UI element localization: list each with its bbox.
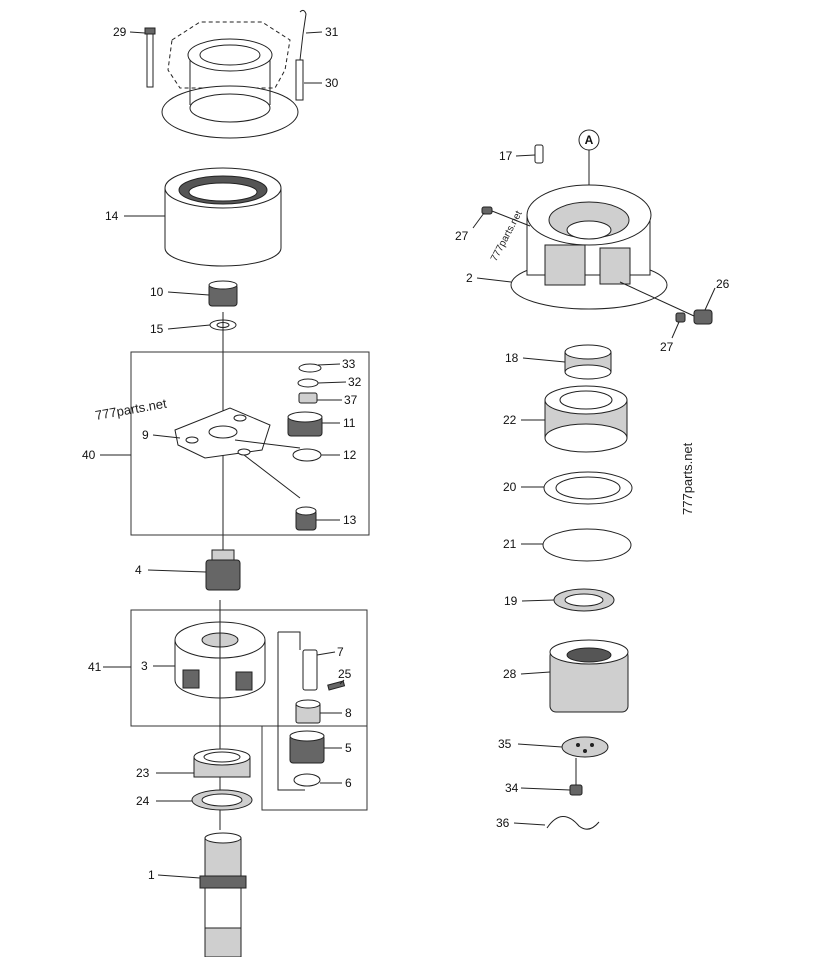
oil-seal-part: [553, 588, 615, 612]
callout-label: 21: [503, 537, 517, 551]
snap-ring-part: [542, 528, 632, 562]
ring-gear-part: [164, 167, 282, 267]
snap-ring-part: [297, 363, 322, 404]
callout-label: 32: [348, 375, 362, 389]
reduction-housing-part: [510, 184, 668, 310]
callout-label: 35: [498, 737, 512, 751]
dipstick-part: [295, 9, 307, 101]
drive-pinion-part: [549, 639, 629, 713]
plug-part: [481, 206, 713, 325]
callout-label: 15: [150, 322, 164, 336]
callout-label: 13: [343, 513, 357, 527]
callout-label: 20: [503, 480, 517, 494]
pin-part: [295, 506, 317, 531]
output-shaft-part: [199, 832, 247, 957]
callout-label: 2: [466, 271, 473, 285]
callout-label: 12: [343, 448, 357, 462]
bearing-part: [544, 385, 628, 453]
planet-gear-part: [287, 411, 323, 437]
assembly-group-box: [130, 609, 368, 727]
dowel-pin-part: [534, 144, 544, 164]
pinion-gear-part: [208, 280, 238, 307]
thrust-plate-part: [543, 471, 633, 505]
bushing-part: [295, 699, 321, 724]
callout-label: 25: [338, 667, 352, 681]
callout-label: 10: [150, 285, 164, 299]
assembly-group-box: [261, 726, 368, 811]
bolt-part: [569, 758, 583, 796]
callout-leaders: [100, 31, 716, 879]
callout-label: 19: [504, 594, 518, 608]
collar-part: [564, 344, 612, 380]
view-marker: A: [578, 129, 600, 210]
callout-label: 23: [136, 766, 150, 780]
callout-label: 29: [113, 25, 127, 39]
callout-label: 3: [141, 659, 148, 673]
callout-label: 28: [503, 667, 517, 681]
callout-label: 27: [660, 340, 674, 354]
callout-label: 36: [496, 816, 510, 830]
svg-text:A: A: [585, 133, 594, 147]
bearing-part: [193, 748, 251, 778]
callout-label: 9: [142, 428, 149, 442]
lock-wire-part: [546, 816, 600, 830]
callout-label: 18: [505, 351, 519, 365]
callout-label: 6: [345, 776, 352, 790]
callout-label: 37: [344, 393, 358, 407]
watermark-text: 777parts.net: [680, 442, 695, 515]
planet-carrier-plate-part: [174, 407, 271, 459]
planet-shaft-part: [302, 649, 318, 691]
callout-label: 41: [88, 660, 102, 674]
callout-label: 14: [105, 209, 119, 223]
callout-label: 11: [343, 416, 356, 430]
callout-label: 26: [716, 277, 730, 291]
sun-gear-part: [205, 549, 241, 591]
oil-seal-part: [191, 789, 253, 811]
callout-labels: 29 31 30 14 10 15 33 32 37 11 9 12 40 13…: [82, 25, 730, 882]
callout-label: 40: [82, 448, 96, 462]
callout-label: 5: [345, 741, 352, 755]
callout-label: 30: [325, 76, 339, 90]
callout-label: 1: [148, 868, 155, 882]
retainer-plate-part: [561, 736, 609, 758]
callout-label: 17: [499, 149, 513, 163]
assembly-group-box: [130, 351, 370, 536]
leader-lines: [234, 439, 301, 499]
bolt-part: [144, 27, 156, 88]
washer-part: [293, 773, 321, 787]
callout-label: 34: [505, 781, 519, 795]
callout-label: 22: [503, 413, 517, 427]
leader-lines: [277, 631, 305, 791]
callout-label: 4: [135, 563, 142, 577]
callout-label: 31: [325, 25, 339, 39]
callout-label: 8: [345, 706, 352, 720]
callout-label: 7: [337, 645, 344, 659]
washer-part: [292, 448, 322, 462]
callout-label: 24: [136, 794, 150, 808]
callout-label: 33: [342, 357, 356, 371]
callout-label: 27: [455, 229, 469, 243]
motor-housing-part: [161, 21, 299, 139]
planet-gear-part: [289, 730, 325, 764]
